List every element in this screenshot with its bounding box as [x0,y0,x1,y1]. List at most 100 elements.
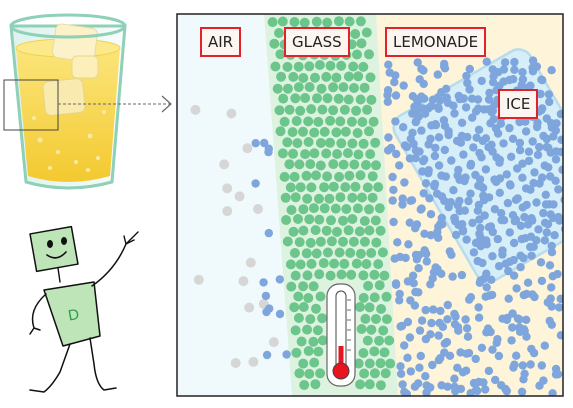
glass-molecule [292,138,303,149]
glass-molecule [309,127,320,138]
glass-molecule [289,17,300,27]
water-molecule [275,309,285,319]
glass-molecule [358,292,369,303]
glass-molecule [321,225,332,236]
water-molecule [442,84,451,94]
ice-molecule [477,76,486,86]
water-molecule [431,143,440,153]
ice-molecule [566,207,573,215]
water-molecule [411,250,421,260]
glass-molecule [381,291,392,302]
water-molecule [544,90,554,99]
glass-molecule [363,280,374,291]
ice-molecule [499,65,509,74]
ice-molecule [469,248,479,257]
ice-molecule [466,189,475,198]
thermometer-icon [326,283,356,387]
air-molecule [234,191,245,202]
water-molecule [437,381,446,390]
water-molecule [510,65,519,75]
glass-molecule [375,358,386,369]
ice-molecule [509,238,519,248]
glass-molecule [325,270,336,281]
water-molecule [482,283,491,292]
water-molecule [473,386,482,396]
water-molecule [547,283,556,292]
ice-molecule [529,242,538,251]
glass-molecule [362,104,373,115]
ice-molecule [411,117,420,127]
ice-molecule [498,246,507,255]
water-molecule [436,219,445,229]
water-molecule [512,351,521,360]
water-molecule [461,315,470,324]
glass-molecule [371,314,381,324]
glass-molecule [314,60,325,70]
glass-molecule [340,182,351,193]
glass-molecule [300,93,311,103]
molecule-view-frame [176,13,564,397]
ice-molecule [471,170,480,180]
ice-molecule [530,168,539,177]
water-molecule [384,60,393,69]
water-molecule [523,220,533,229]
glass-molecule [318,258,329,269]
glass-molecule [375,380,386,391]
water-molecule [504,294,513,303]
water-molecule [388,196,397,205]
ice-molecule [411,146,421,155]
glass-molecule [321,148,332,159]
glass-molecule [336,138,347,149]
glass-molecule [374,335,385,346]
ice-molecule [474,200,484,210]
water-molecule [482,328,491,337]
water-molecule [487,275,496,284]
glass-molecule [358,138,369,149]
glass-molecule [279,116,290,127]
water-molecule [415,363,424,372]
water-molecule [395,252,405,262]
glass-molecule [328,159,339,170]
ice-molecule [462,235,471,244]
water-molecule [440,348,449,357]
water-molecule [390,78,399,87]
water-molecule [400,178,409,187]
ice-molecule [546,172,555,181]
water-molecule [415,326,425,335]
ice-molecule [563,147,571,155]
ice-molecule [499,139,508,148]
ice-molecule [482,240,491,249]
glass-molecule [358,348,369,358]
glass-molecule [282,83,293,94]
glass-molecule [364,302,375,313]
ice-molecule [480,211,489,220]
glass-molecule [331,127,342,138]
glass-molecule [322,93,333,104]
water-molecule [427,318,436,328]
air-molecule [219,159,230,170]
water-molecule [542,228,551,237]
glass-molecule [288,148,298,159]
air-molecule [193,274,204,285]
water-molecule [463,332,473,341]
water-molecule [523,278,533,287]
glass-molecule [364,49,374,60]
water-molecule [425,194,434,203]
water-molecule [537,361,546,370]
water-molecule [383,146,393,155]
water-molecule [262,307,271,317]
glass-molecule [368,116,379,127]
water-molecule [463,78,472,88]
glass-molecule [309,357,320,368]
air-molecule [230,358,241,368]
glass-molecule [349,159,360,170]
lemonade-cup-icon [9,13,127,190]
glass-molecule [319,182,330,193]
ice-molecule [484,193,494,202]
glass-molecule [312,93,322,104]
water-molecule [264,147,273,157]
ice-molecule [535,179,544,188]
glass-molecule [374,280,385,291]
ice-molecule [469,143,478,152]
water-molecule [261,291,271,301]
